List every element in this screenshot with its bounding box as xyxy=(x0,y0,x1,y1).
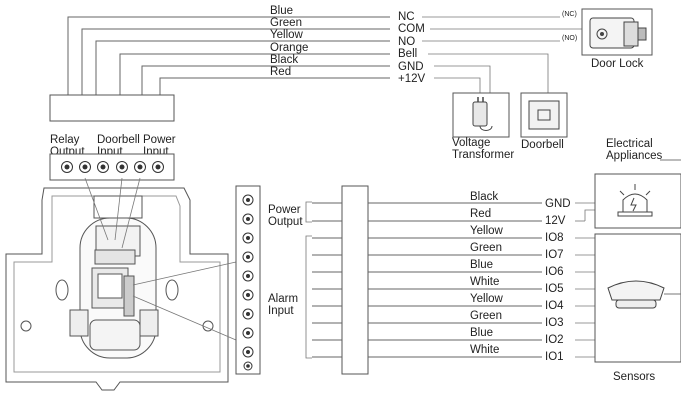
bottom-wire-color-6: White xyxy=(470,276,499,288)
bottom-wire-lines xyxy=(312,202,542,358)
terminal-io5: IO5 xyxy=(545,283,564,295)
power-output-label: Power xyxy=(268,204,301,216)
top-wire-color-5: Black xyxy=(270,54,298,66)
power-adapter-icon xyxy=(452,92,510,138)
alarm-light-icon xyxy=(594,159,681,229)
bottom-wire-color-1: Black xyxy=(470,191,498,203)
bottom-wire-color-7: Yellow xyxy=(470,293,504,305)
door-lock-nc-tag: (NC) xyxy=(562,11,577,18)
top-wire-lines xyxy=(67,16,390,95)
top-wire-color-3: Yellow xyxy=(270,29,304,41)
terminal-gnd: GND xyxy=(398,61,424,73)
door-lock-icon xyxy=(581,8,653,56)
bottom-wire-color-2: Red xyxy=(470,208,491,220)
terminal-bell: Bell xyxy=(398,48,417,60)
terminal-io4: IO4 xyxy=(545,300,564,312)
top-wire-color-2: Green xyxy=(270,17,302,29)
smoke-detector-icon xyxy=(594,233,681,363)
terminal-io2: IO2 xyxy=(545,334,564,346)
terminal-io8: IO8 xyxy=(545,232,564,244)
terminal-12v: +12V xyxy=(398,73,426,85)
terminal-gnd-bottom: GND xyxy=(545,198,571,210)
bottom-wire-color-8: Green xyxy=(470,310,502,322)
svg-text:Voltage Transformer: Voltage Transformer xyxy=(452,137,514,161)
terminal-12v-bottom: 12V xyxy=(545,215,566,227)
device-terminal-strip xyxy=(49,153,175,181)
bottom-wire-color-9: Blue xyxy=(470,327,493,339)
top-wire-color-6: Red xyxy=(270,66,291,78)
terminal-nc: NC xyxy=(398,11,415,23)
connector-block xyxy=(49,94,175,122)
bottom-wire-color-3: Yellow xyxy=(470,225,504,237)
svg-text:Electrical Appliances: Electrical Appliances xyxy=(606,138,663,162)
svg-text:Power Output: Power Output xyxy=(268,204,304,228)
sensors-label: Sensors xyxy=(613,371,655,383)
doorbell-label: Doorbell xyxy=(521,139,564,151)
device-back-plate xyxy=(5,187,229,391)
terminal-device-lines xyxy=(422,16,590,93)
terminal-io1: IO1 xyxy=(545,351,564,363)
wire-harness xyxy=(341,185,369,375)
bottom-wire-color-5: Blue xyxy=(470,259,493,271)
alarm-input-label: Alarm xyxy=(268,293,298,305)
terminal-no: NO xyxy=(398,36,415,48)
door-lock-no-tag: (NO) xyxy=(562,35,577,42)
top-wire-color-1: Blue xyxy=(270,5,293,17)
doorbell-icon xyxy=(520,92,568,138)
voltage-transformer-label: Voltage xyxy=(452,137,490,149)
terminal-io3: IO3 xyxy=(545,317,564,329)
door-lock-label: Door Lock xyxy=(591,58,644,70)
bottom-wire-color-10: White xyxy=(470,344,499,356)
svg-text:Alarm Input: Alarm Input xyxy=(268,293,301,317)
terminal-io6: IO6 xyxy=(545,266,564,278)
terminal-com: COM xyxy=(398,23,425,35)
terminal-io7: IO7 xyxy=(545,249,564,261)
bottom-wire-color-4: Green xyxy=(470,242,502,254)
alarm-terminal-strip xyxy=(235,185,261,375)
top-wire-color-4: Orange xyxy=(270,42,308,54)
electrical-appliances-label: Electrical xyxy=(606,138,653,150)
